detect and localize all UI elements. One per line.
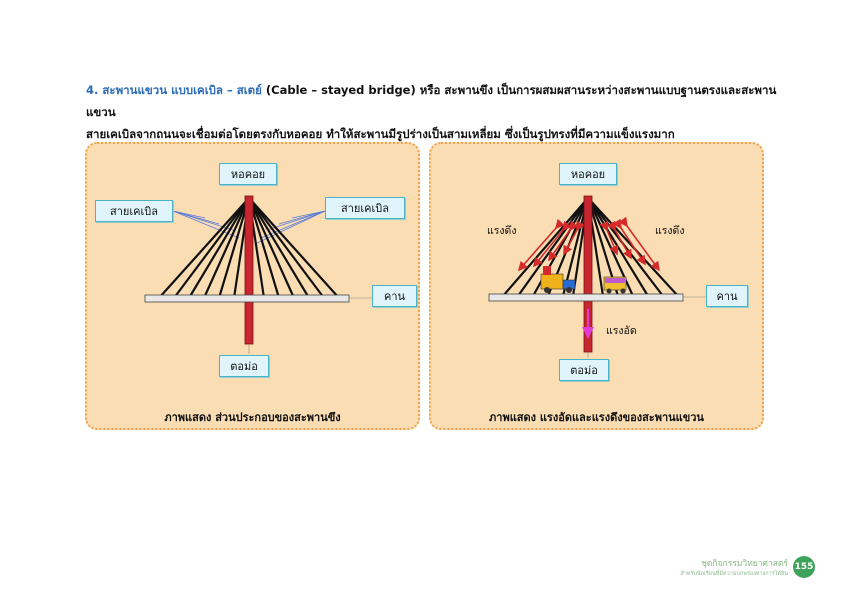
pier-label: ตอม่อ [219,355,269,377]
deck [144,294,350,303]
panel-bridge-forces: หอคอย แรงดึง แรงดึง คาน แรงอัด ตอม่อ ภาพ… [429,142,764,430]
heading-line-1: 4. สะพานแขวน แบบเคเบิล – สเตย์ (Cable – … [86,79,786,123]
tension-label-left: แรงดึง [487,225,517,237]
deck-label: คาน [706,285,748,307]
page-number: 155 [793,556,815,578]
bridge-forces-diagram [488,195,706,358]
cable-label-left: สายเคเบิล [95,200,173,222]
tension-label-right: แรงดึง [655,225,685,237]
heading: 4. สะพานแขวน แบบเคเบิล – สเตย์ (Cable – … [86,79,786,145]
tension-arrows [517,216,660,272]
tower [244,195,254,345]
panel-bridge-components: หอคอย สายเคเบิล สายเคเบิล คาน ตอม่อ ภาพแ… [85,142,420,430]
footer-title: ชุดกิจกรรมวิทยาศาสตร์ [701,559,788,569]
deck-label: คาน [372,285,417,307]
pier-label: ตอม่อ [559,359,609,381]
cable-label-right: สายเคเบิล [325,197,405,219]
heading-number-title: 4. สะพานแขวน แบบเคเบิล – สเตย์ [86,83,262,97]
tower-label: หอคอย [559,163,617,185]
compression-label: แรงอัด [606,325,637,337]
caption-left: ภาพแสดง ส่วนประกอบของสะพานขึง [164,411,341,424]
footer: ชุดกิจกรรมวิทยาศาสตร์ สำหรับนักเรียนที่ม… [660,556,788,578]
footer-subtitle: สำหรับนักเรียนที่มีความบกพร่องทางการได้ย… [680,571,788,577]
caption-right: ภาพแสดง แรงอัดและแรงดึงของสะพานแขวน [489,411,704,424]
truck-icon [540,266,576,293]
heading-rest: (Cable – stayed bridge) หรือ สะพานขึง เป… [86,83,777,119]
cable-stayed-bridge-diagram [144,195,372,354]
deck [488,293,684,302]
tuk-tuk-icon [603,276,627,294]
tower-label: หอคอย [219,163,277,185]
cables [158,197,340,299]
heading-line-2: สายเคเบิลจากถนนจะเชื่อมต่อโดยตรงกับหอคอย… [86,127,675,141]
